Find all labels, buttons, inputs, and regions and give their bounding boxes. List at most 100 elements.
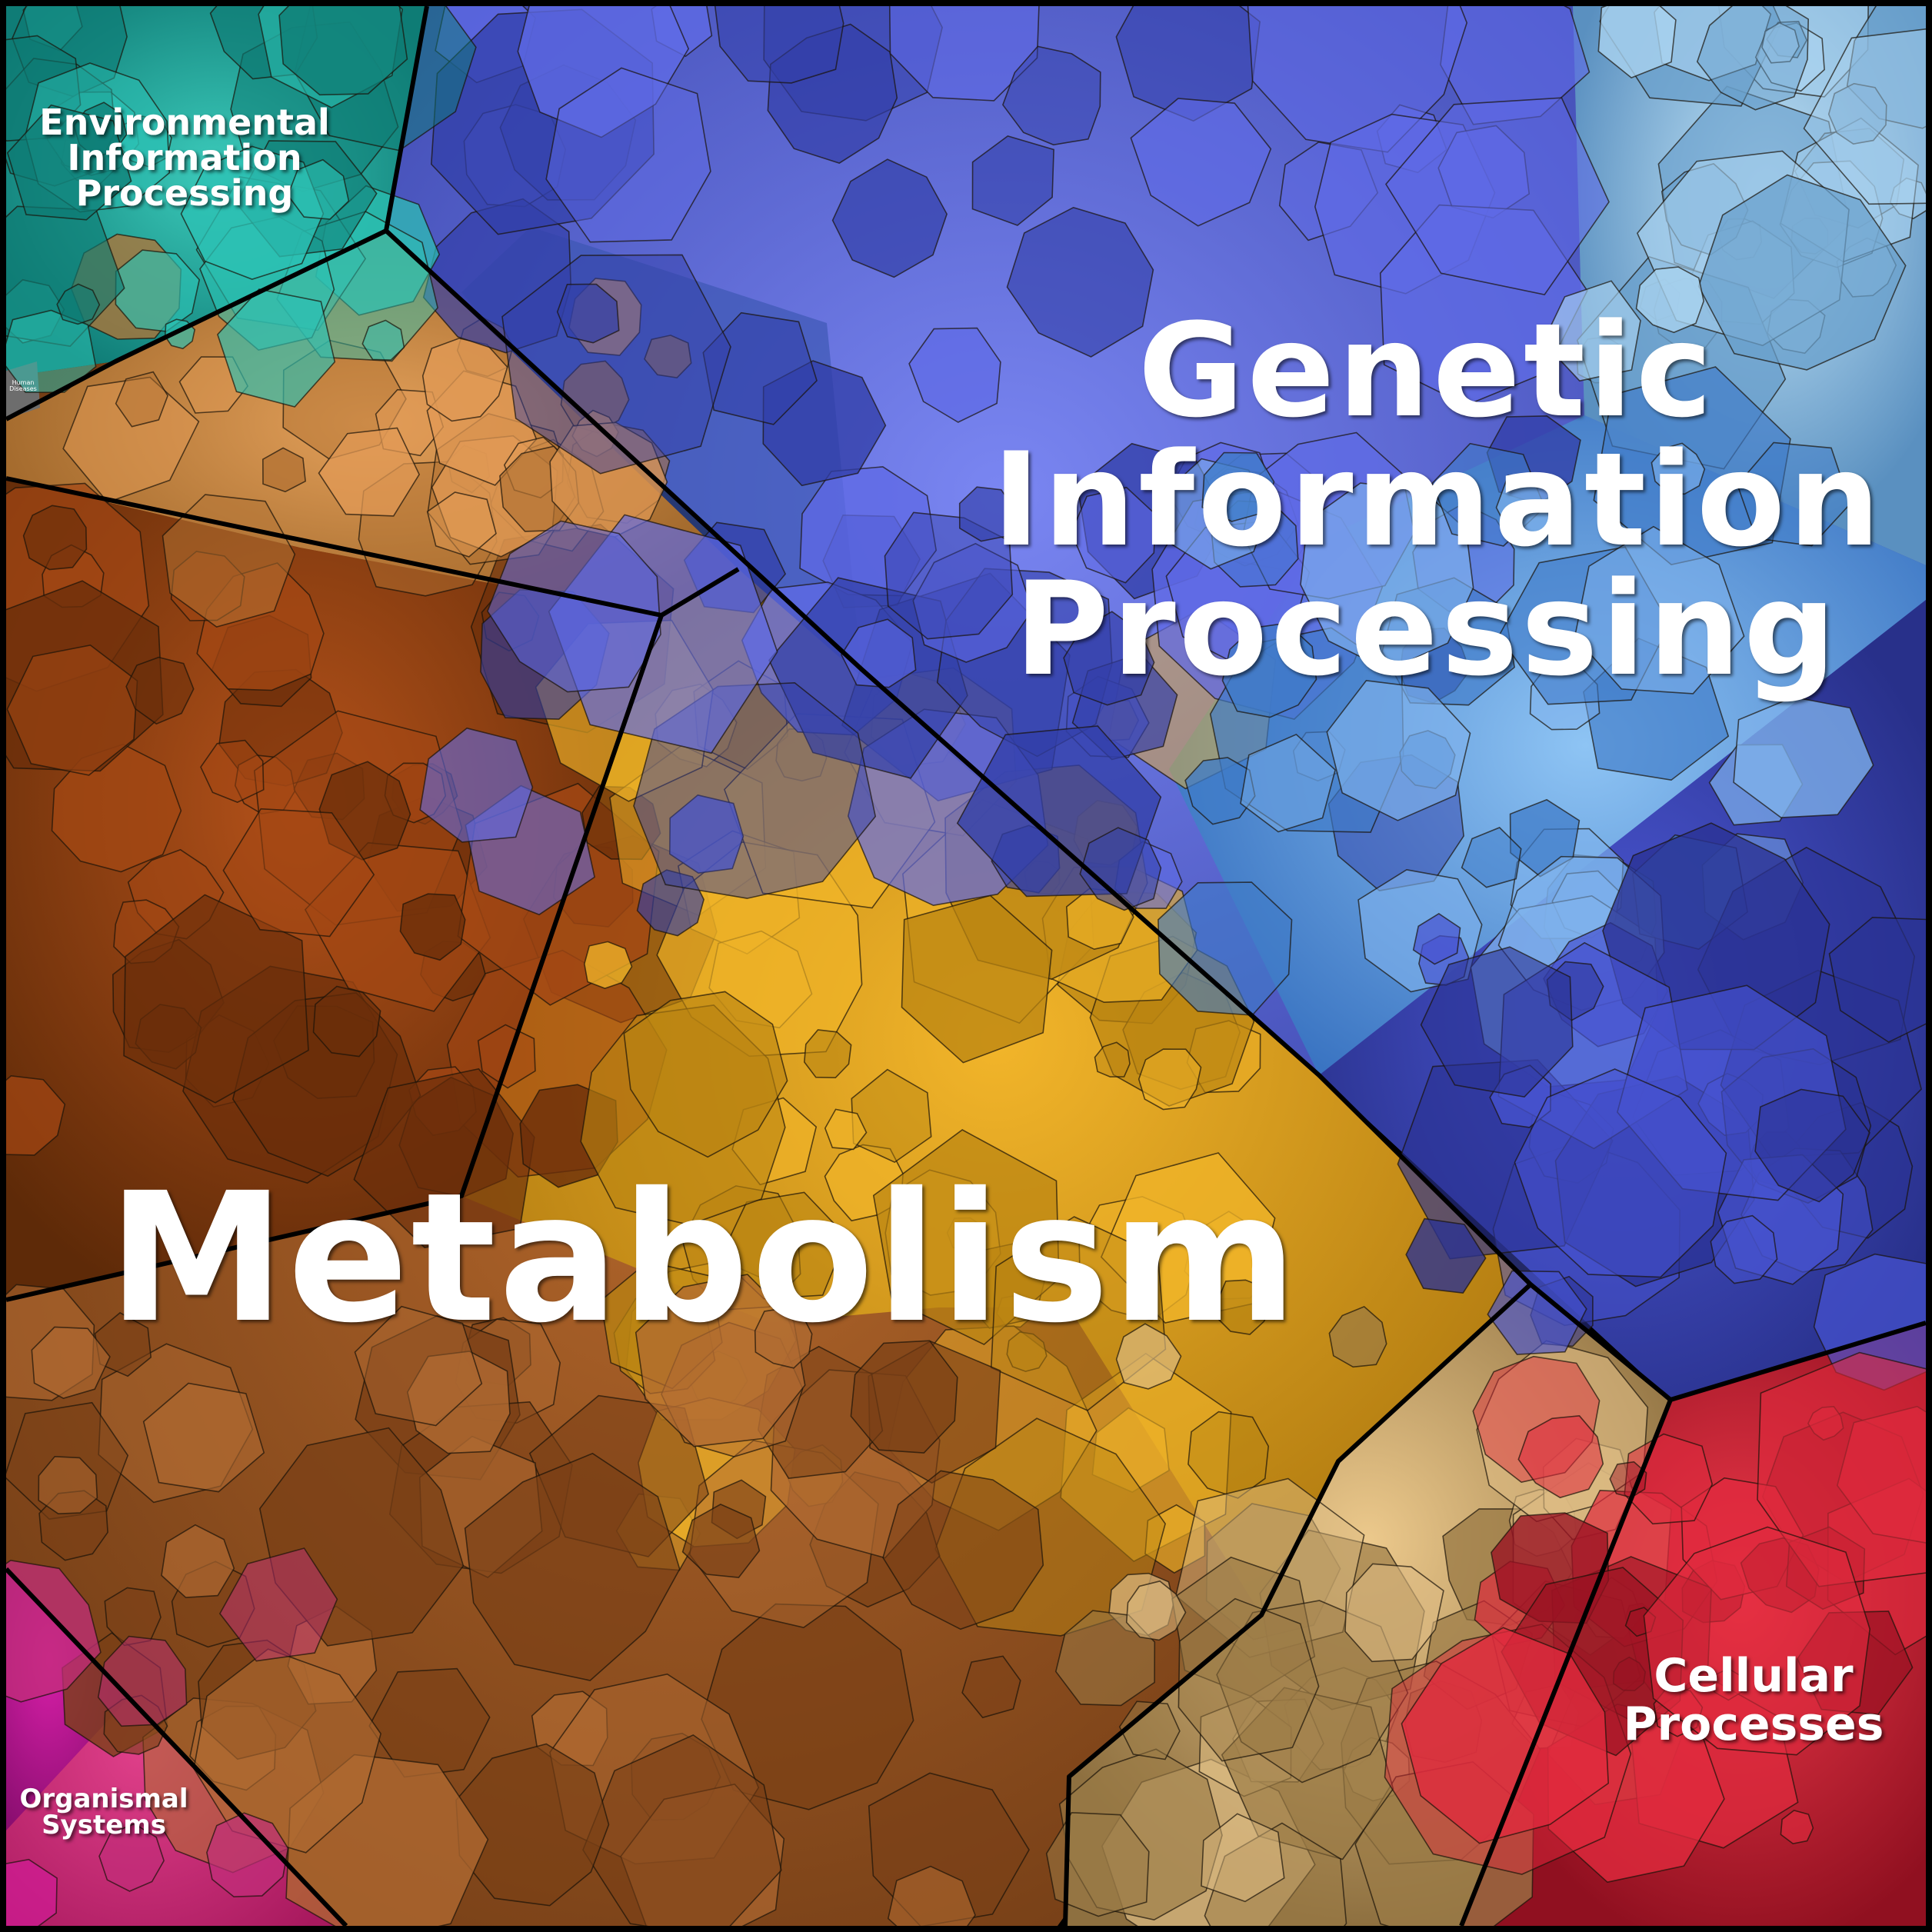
voronoi-cell bbox=[1054, 1610, 1156, 1707]
voronoi-cell bbox=[261, 447, 306, 493]
voronoi-cell bbox=[1178, 1597, 1320, 1762]
voronoi-cell bbox=[1517, 1414, 1604, 1499]
voronoi-cell bbox=[583, 941, 633, 989]
voronoi-cell bbox=[422, 198, 572, 354]
voronoi-cell bbox=[1344, 1563, 1444, 1663]
voronoi-cell bbox=[406, 1351, 511, 1454]
voronoi-cell bbox=[851, 1068, 932, 1164]
voronoi-cell bbox=[882, 1470, 1044, 1631]
voronoi-cell bbox=[1405, 1217, 1487, 1294]
voronoi-cell bbox=[104, 1587, 162, 1647]
voronoi-cell bbox=[623, 991, 788, 1158]
voronoi-cell bbox=[1574, 525, 1745, 695]
label-human-diseases: Human Diseases bbox=[9, 379, 37, 392]
voronoi-cell bbox=[399, 893, 466, 961]
voronoi-cell bbox=[38, 1455, 98, 1515]
voronoi-cell bbox=[1201, 451, 1275, 522]
voronoi-cell bbox=[56, 283, 101, 325]
voronoi-cell bbox=[103, 1694, 168, 1755]
voronoi-cell bbox=[97, 1635, 188, 1727]
voronoi-cell bbox=[1737, 441, 1851, 547]
voronoi-cell bbox=[1696, 0, 1810, 111]
voronoi-cell bbox=[754, 1307, 813, 1369]
label-genetic-information-processing: Genetic Information Processing bbox=[992, 295, 1884, 705]
voronoi-cell bbox=[1115, 1323, 1182, 1390]
voronoi-cell bbox=[419, 727, 534, 843]
voronoi-cell bbox=[1006, 1331, 1048, 1372]
voronoi-cell bbox=[1125, 1580, 1187, 1641]
voronoi-cell bbox=[312, 985, 381, 1058]
voronoi-cell bbox=[477, 1024, 536, 1089]
voronoi-cell bbox=[354, 1305, 483, 1427]
voronoi-cell bbox=[287, 158, 350, 220]
voronoi-cell bbox=[702, 311, 818, 425]
voronoi-cell bbox=[681, 1504, 761, 1578]
voronoi-cell bbox=[22, 505, 88, 571]
voronoi-cell bbox=[1761, 22, 1800, 64]
voronoi-cell bbox=[125, 656, 195, 725]
voronoi-cell bbox=[803, 1029, 852, 1079]
voronoi-cell bbox=[38, 1490, 108, 1561]
voronoi-cell bbox=[517, 0, 690, 138]
voronoi-cell bbox=[701, 1603, 914, 1810]
voronoi-cell bbox=[644, 335, 692, 379]
voronoi-cell bbox=[912, 542, 1034, 663]
voronoi-cell bbox=[1188, 1411, 1270, 1499]
voronoi-cell bbox=[361, 319, 405, 361]
voronoi-cell bbox=[1045, 1811, 1150, 1917]
voronoi-cell bbox=[713, 0, 844, 84]
voronoi-cell bbox=[1221, 622, 1317, 718]
voronoi-cell bbox=[908, 327, 1001, 423]
label-metabolism: Metabolism bbox=[108, 1154, 1301, 1362]
voronoi-cell bbox=[1495, 472, 1563, 539]
voronoi-cell bbox=[560, 360, 630, 434]
voronoi-cell bbox=[1158, 881, 1293, 1016]
voronoi-cell bbox=[824, 1108, 868, 1151]
voronoi-cell bbox=[1094, 1041, 1131, 1078]
voronoi-cell bbox=[1651, 442, 1706, 495]
voronoi-cell bbox=[1733, 696, 1874, 818]
voronoi-cell bbox=[98, 1823, 165, 1892]
voronoi-cell bbox=[545, 67, 711, 243]
voronoi-cell bbox=[636, 869, 705, 937]
voronoi-cell bbox=[216, 288, 336, 408]
voronoi-cell bbox=[218, 1547, 338, 1662]
label-cellular-processes: Cellular Processes bbox=[1623, 1649, 1884, 1751]
voronoi-cell bbox=[1144, 1504, 1206, 1574]
voronoi-cell bbox=[6, 104, 132, 221]
voronoi-cell bbox=[1542, 280, 1641, 382]
voronoi-cell bbox=[961, 1655, 1021, 1719]
voronoi-cell bbox=[1754, 1088, 1870, 1203]
voronoi-cell bbox=[1514, 1068, 1727, 1278]
voronoi-cell bbox=[1063, 611, 1155, 706]
voronoi-cell bbox=[161, 1524, 235, 1598]
voronoi-cell bbox=[1060, 1352, 1232, 1563]
voronoi-cell bbox=[115, 371, 168, 428]
voronoi-cell bbox=[1487, 1270, 1587, 1355]
voronoi-cell bbox=[1328, 1305, 1387, 1368]
voronoi-cell bbox=[1597, 0, 1677, 79]
voronoi-cell bbox=[1827, 82, 1887, 145]
voronoi-cell bbox=[464, 1452, 681, 1681]
voronoi-cell bbox=[1710, 1214, 1778, 1284]
voronoi-cell bbox=[1643, 1526, 1871, 1756]
voronoi-cell bbox=[0, 309, 97, 394]
voronoi-cell bbox=[162, 494, 296, 628]
voronoi-cell bbox=[1803, 27, 1932, 205]
voronoi-cell bbox=[1006, 206, 1154, 358]
voronoi-cell bbox=[958, 486, 1017, 542]
voronoi-cell bbox=[1118, 1700, 1181, 1760]
voronoi-cell bbox=[1326, 680, 1471, 821]
voronoi-cell bbox=[1635, 266, 1705, 334]
voronoi-cell bbox=[222, 808, 375, 938]
voronoi-cell bbox=[31, 1326, 111, 1399]
voronoi-cell bbox=[872, 1129, 1060, 1346]
voronoi-cell bbox=[123, 894, 309, 1104]
voronoi-cell bbox=[831, 158, 948, 278]
voronoi-cell bbox=[887, 1865, 976, 1932]
voronoi-cell bbox=[1385, 97, 1610, 295]
voronoi-cell bbox=[1420, 946, 1574, 1098]
